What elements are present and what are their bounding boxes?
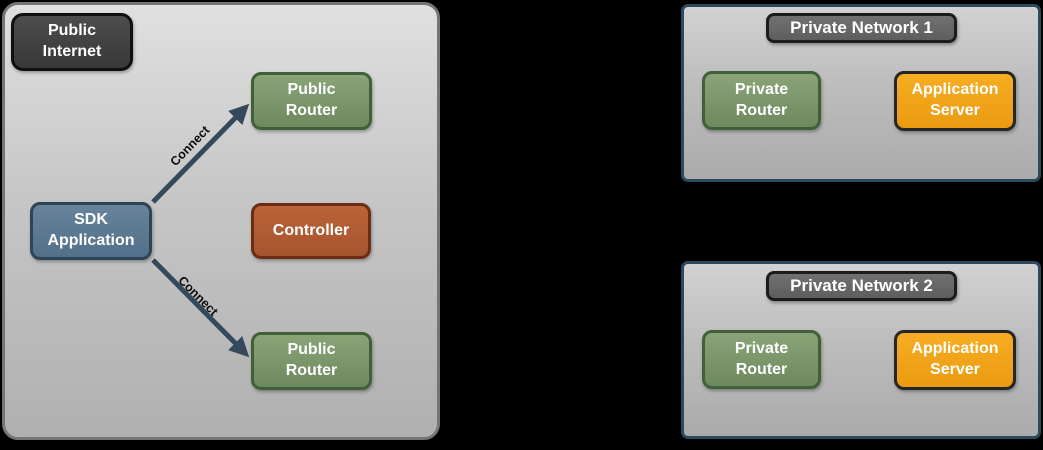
public-router-bottom-text: Public Router	[285, 341, 338, 379]
sdk-application-node: SDK Application	[30, 202, 152, 260]
private-network-2-server-node: Application Server	[894, 330, 1016, 390]
private-network-1-title: Private Network 1	[766, 13, 957, 43]
public-internet-label: Public Internet	[11, 13, 133, 71]
private-network-1-router-node: Private Router	[702, 71, 821, 130]
private-network-2-router-node: Private Router	[702, 330, 821, 389]
public-router-top-node: Public Router	[251, 72, 372, 130]
private-network-1-server-text: Application Server	[911, 81, 999, 119]
controller-text: Controller	[272, 221, 350, 239]
private-network-2-server-text: Application Server	[911, 340, 999, 378]
private-network-1-router-text: Private Router	[734, 80, 789, 119]
private-network-2-router-text: Private Router	[734, 339, 789, 378]
private-network-1-server-node: Application Server	[894, 71, 1016, 131]
sdk-application-text: SDK Application	[47, 211, 135, 249]
private-network-2-title: Private Network 2	[766, 271, 957, 301]
controller-node: Controller	[251, 203, 371, 259]
public-router-top-text: Public Router	[285, 81, 338, 119]
private-network-2-title-text: Private Network 2	[790, 275, 933, 295]
public-router-bottom-node: Public Router	[251, 332, 372, 390]
public-internet-text: Public Internet	[42, 22, 102, 60]
private-network-1-title-text: Private Network 1	[790, 17, 933, 37]
